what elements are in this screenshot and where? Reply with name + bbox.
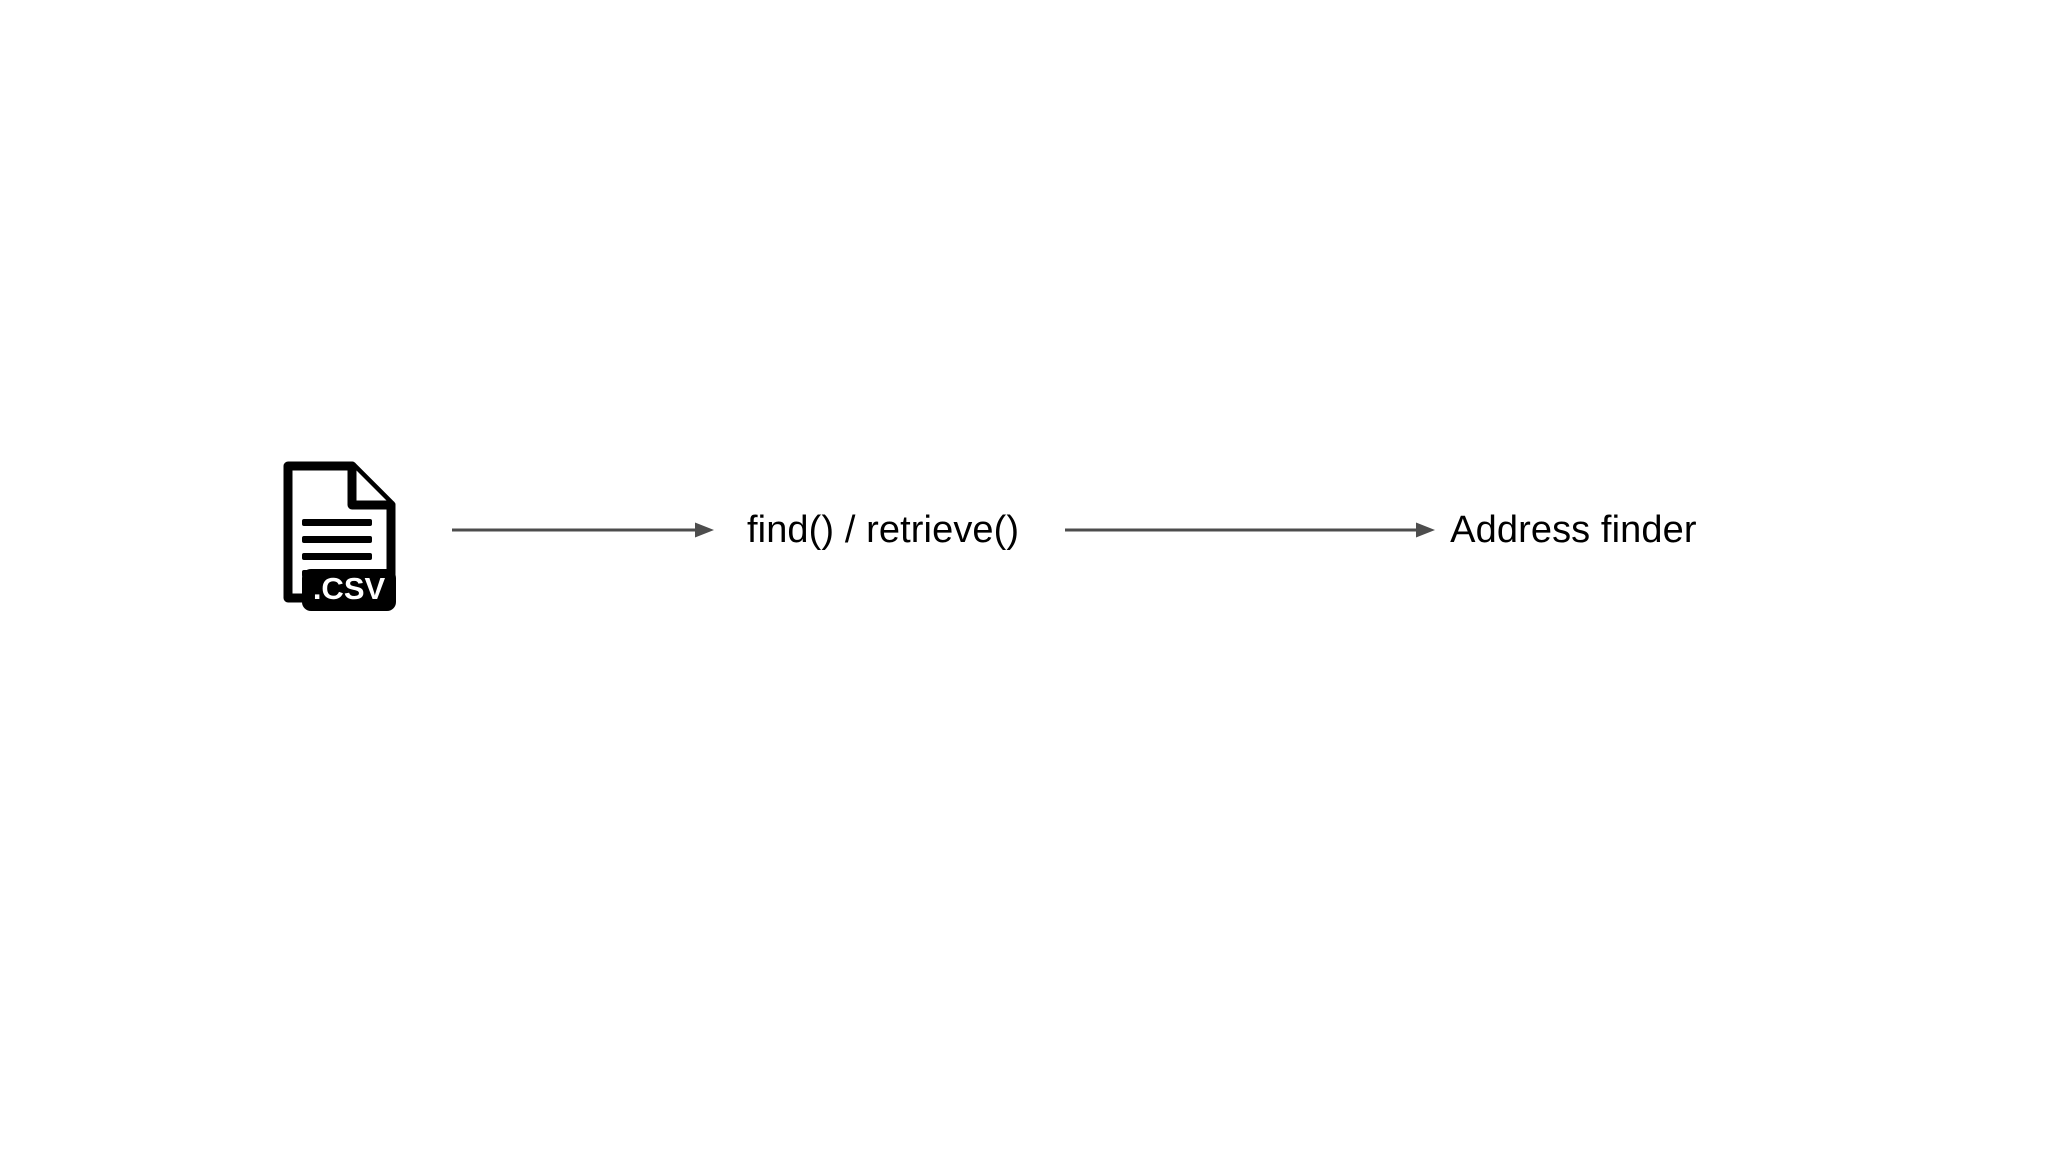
file-content-line-3 <box>302 553 372 560</box>
flow-row: .CSV find() / retrieve() Address finder <box>0 430 2048 630</box>
arrow-operation-to-destination-graphic <box>1065 522 1436 538</box>
file-fold-corner <box>347 461 396 510</box>
csv-file-icon-graphic: .CSV <box>283 461 396 611</box>
arrow-1-head <box>695 522 714 538</box>
node-label-destination[interactable]: Address finder <box>1450 509 1697 551</box>
arrow-operation-to-destination <box>1065 515 1436 545</box>
csv-badge-label: .CSV <box>313 571 386 606</box>
csv-badge-background <box>302 569 396 611</box>
arrow-2-head <box>1416 522 1436 538</box>
file-content-line-1 <box>302 519 372 526</box>
arrow-csv-to-operation-graphic <box>452 522 714 538</box>
csv-file-icon[interactable]: .CSV <box>280 457 400 611</box>
node-label-operation[interactable]: find() / retrieve() <box>747 509 1020 551</box>
arrow-csv-to-operation <box>452 515 714 545</box>
file-content-line-2 <box>302 536 372 543</box>
